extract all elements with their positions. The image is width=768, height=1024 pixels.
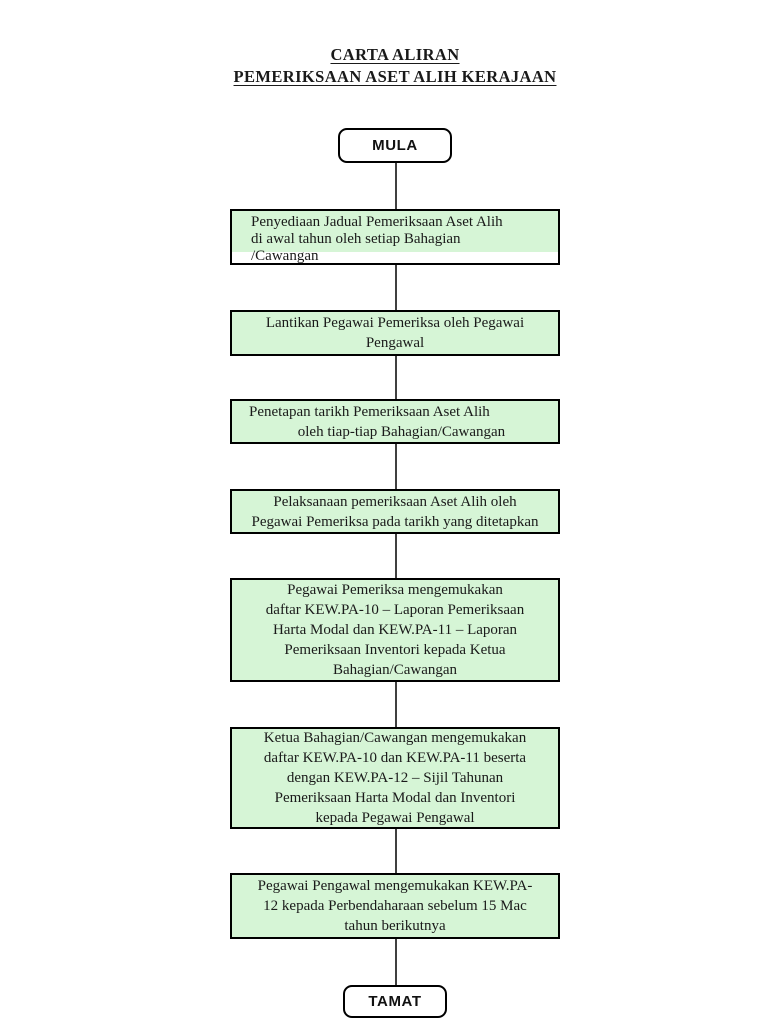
end-terminal: TAMAT — [343, 985, 447, 1018]
page-title-line-1: CARTA ALIRAN — [330, 45, 460, 64]
step-1-penyediaan-jadual: Penyediaan Jadual Pemeriksaan Aset Alih … — [230, 209, 560, 265]
step-7-kemukakan-kewpa12: Pegawai Pengawal mengemukakan KEW.PA- 12… — [230, 873, 560, 939]
step-4-pelaksanaan: Pelaksanaan pemeriksaan Aset Alih oleh P… — [230, 489, 560, 534]
step-6-ketua-kemukakan: Ketua Bahagian/Cawangan mengemukakan daf… — [230, 727, 560, 829]
flow-connector-line — [395, 161, 397, 986]
step-3-penetapan-tarikh: Penetapan tarikh Pemeriksaan Aset Alih o… — [230, 399, 560, 444]
start-terminal-label: MULA — [372, 137, 418, 154]
step-5-kemukakan-daftar: Pegawai Pemeriksa mengemukakan daftar KE… — [230, 578, 560, 682]
page-title: CARTA ALIRAN PEMERIKSAAN ASET ALIH KERAJ… — [0, 44, 768, 88]
step-2-lantikan-pegawai: Lantikan Pegawai Pemeriksa oleh Pegawai … — [230, 310, 560, 356]
start-terminal: MULA — [338, 128, 452, 163]
end-terminal-label: TAMAT — [368, 993, 422, 1010]
page-title-line-2: PEMERIKSAAN ASET ALIH KERAJAAN — [233, 67, 557, 86]
